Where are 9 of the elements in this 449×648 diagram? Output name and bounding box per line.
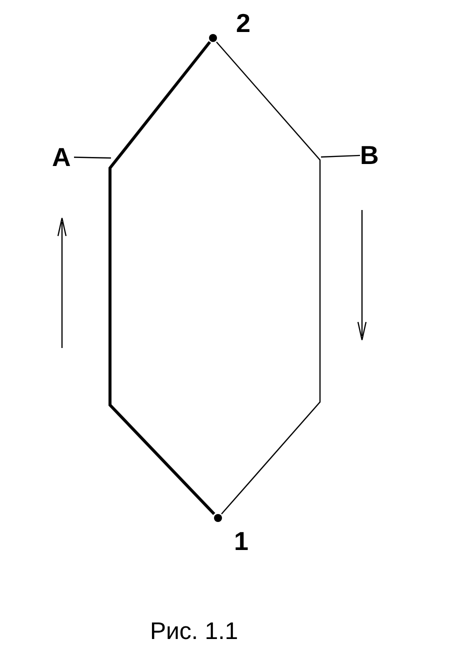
point-label: 2: [236, 10, 250, 36]
process-path: [108, 41, 216, 516]
point-label: A: [52, 144, 71, 170]
process-path: [216, 42, 321, 514]
figure-caption: Рис. 1.1: [150, 620, 238, 644]
leader-line: [320, 154, 360, 158]
leader-line: [74, 156, 112, 159]
point-label: B: [360, 142, 379, 168]
point-label: 1: [234, 528, 248, 554]
